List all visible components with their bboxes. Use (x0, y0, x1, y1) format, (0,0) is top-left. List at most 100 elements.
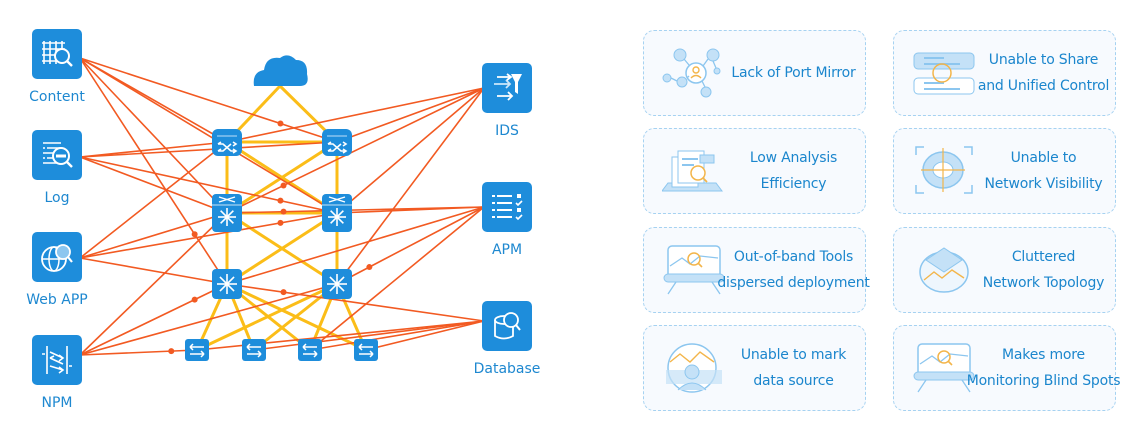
node-access-3[interactable] (298, 339, 322, 361)
node-access-1[interactable] (185, 339, 209, 361)
node-database[interactable]: Database (474, 301, 541, 377)
network-link (226, 211, 338, 286)
node-core-1[interactable] (212, 194, 242, 232)
mirror-link (336, 206, 485, 214)
mirror-link (79, 283, 228, 356)
mirror-link (79, 212, 338, 259)
access-switch-icon (358, 343, 374, 358)
mirror-link (79, 349, 198, 356)
card-unable-to-share: Unable to Share and Unified Control (893, 30, 1116, 116)
node-core-2[interactable] (322, 194, 352, 232)
node-ids[interactable]: IDS (482, 63, 532, 139)
mirror-link (253, 320, 485, 351)
card-text: Unable to Share and Unified Control (972, 31, 1115, 115)
monitor-search-icon (662, 242, 726, 298)
link-dot (280, 182, 287, 189)
card-text: Unable to Network Visibility (972, 129, 1115, 213)
mirror-links (79, 57, 485, 356)
mirror-link (79, 141, 338, 158)
webapp-label: Web APP (26, 292, 87, 308)
mirror-link (79, 212, 228, 259)
link-dot (366, 264, 373, 271)
node-access-2[interactable] (242, 339, 266, 361)
card-out-of-band-tools: Out-of-band Tools dispersed deployment (643, 227, 870, 313)
node-apm[interactable]: APM (482, 182, 532, 258)
card-text-line: Unable to (1010, 150, 1077, 166)
mirror-link (226, 206, 485, 285)
apm-label: APM (492, 242, 522, 258)
node-log[interactable]: Log (32, 130, 82, 206)
card-text-line: dispersed deployment (717, 275, 870, 291)
grid-search-icon (42, 41, 73, 67)
card-text: Unable to mark data source (722, 326, 865, 410)
checklist-icon (492, 194, 523, 221)
node-router-2[interactable] (322, 129, 352, 156)
cloud-icon (253, 55, 308, 86)
card-text-line: and Unified Control (977, 78, 1110, 94)
mirror-link (336, 206, 485, 285)
access-switch-icon (302, 343, 318, 358)
network-nodes-icon (662, 45, 726, 101)
mirror-link (309, 320, 485, 351)
card-unable-network-visibility: Unable to Network Visibility (893, 128, 1116, 214)
link-dot (277, 219, 284, 226)
link-dot (191, 231, 198, 238)
link-dot (168, 348, 175, 355)
user-chart-icon (662, 340, 726, 396)
node-dist-1[interactable] (212, 269, 242, 299)
mirror-link (226, 283, 485, 322)
core-switch-icon (212, 196, 242, 226)
document-search-icon (661, 143, 726, 199)
card-text-line: data source (753, 373, 834, 389)
mirror-link (79, 57, 338, 214)
router-icon (217, 135, 238, 154)
router-icon (327, 135, 348, 154)
card-text-line: Unable to mark (740, 347, 847, 363)
multilayer-switch-icon (217, 274, 237, 294)
list-search-icon (43, 142, 73, 168)
mirror-link (79, 156, 228, 214)
mirror-link (226, 87, 485, 214)
link-dot (277, 120, 284, 127)
ids-label: IDS (495, 123, 519, 139)
core-switch-icon (322, 196, 352, 226)
card-text-line: Lack of Port Mirror (731, 65, 856, 81)
card-text-line: Out-of-band Tools (733, 249, 854, 265)
target-scope-icon (912, 143, 976, 199)
npm-label: NPM (42, 395, 73, 411)
mirror-link (309, 206, 485, 351)
node-router-1[interactable] (212, 129, 242, 156)
node-npm[interactable]: NPM (32, 335, 82, 411)
card-text-line: Makes more (1002, 347, 1085, 363)
monitor-search-icon (912, 340, 976, 396)
card-text-line: Efficiency (760, 176, 827, 192)
node-webapp[interactable]: Web APP (26, 232, 88, 308)
ellipse-chart-icon (912, 242, 976, 298)
node-access-4[interactable] (354, 339, 378, 361)
node-dist-2[interactable] (322, 269, 352, 299)
card-text-line: Network Visibility (984, 176, 1103, 192)
card-text-line: Unable to Share (988, 52, 1099, 68)
node-content[interactable]: Content (29, 29, 85, 105)
link-dot (280, 289, 287, 296)
card-lack-of-port-mirror: Lack of Port Mirror (643, 30, 866, 116)
mirror-link (336, 87, 485, 285)
mirror-link (79, 57, 228, 214)
mirror-link (226, 87, 485, 143)
traffic-arrows-icon (42, 346, 72, 374)
network-link (226, 140, 338, 215)
card-unable-mark-source: Unable to mark data source (643, 325, 866, 411)
card-text-line: Monitoring Blind Spots (966, 373, 1121, 389)
card-text: Lack of Port Mirror (722, 31, 865, 115)
card-text-line: Cluttered (1011, 249, 1076, 265)
mirror-link (79, 257, 228, 285)
access-switch-icon (189, 343, 205, 358)
